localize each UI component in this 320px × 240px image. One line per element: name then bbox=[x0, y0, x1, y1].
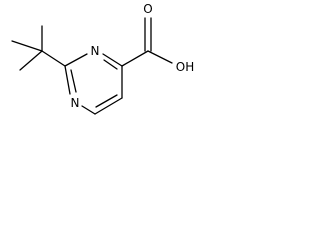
bond-quaternary-to-c2 bbox=[41, 50, 66, 67]
bond-n3-c2-double bbox=[70, 69, 77, 93]
atom-label-hydroxyl: OH bbox=[176, 60, 194, 74]
bond-c2-n1 bbox=[64, 53, 88, 67]
bond-quaternary-to-methyl-left bbox=[11, 40, 43, 52]
tert-butyl-group bbox=[11, 25, 66, 71]
bond-c6-to-carboxyl-carbon bbox=[121, 50, 149, 67]
bond-c5-c4 bbox=[94, 97, 123, 115]
bond-carboxyl-carbon-to-oh bbox=[147, 50, 173, 64]
bond-n1-c6 bbox=[102, 53, 123, 67]
bond-c4-n3 bbox=[81, 105, 96, 115]
bond-n1-c6-double bbox=[103, 59, 118, 70]
bond-quaternary-to-methyl-bottom bbox=[19, 50, 43, 71]
bond-n3-c2 bbox=[64, 65, 71, 95]
atom-label-n-upper: N bbox=[91, 44, 100, 58]
pyrimidine-ring bbox=[64, 53, 123, 115]
chemical-structure-diagram: N N O OH bbox=[11, 2, 194, 115]
carboxylic-acid-group bbox=[121, 17, 173, 67]
atom-label-n-lower: N bbox=[71, 96, 80, 110]
bond-c5-c4-double bbox=[95, 94, 118, 108]
atom-label-o-carbonyl: O bbox=[143, 2, 152, 16]
